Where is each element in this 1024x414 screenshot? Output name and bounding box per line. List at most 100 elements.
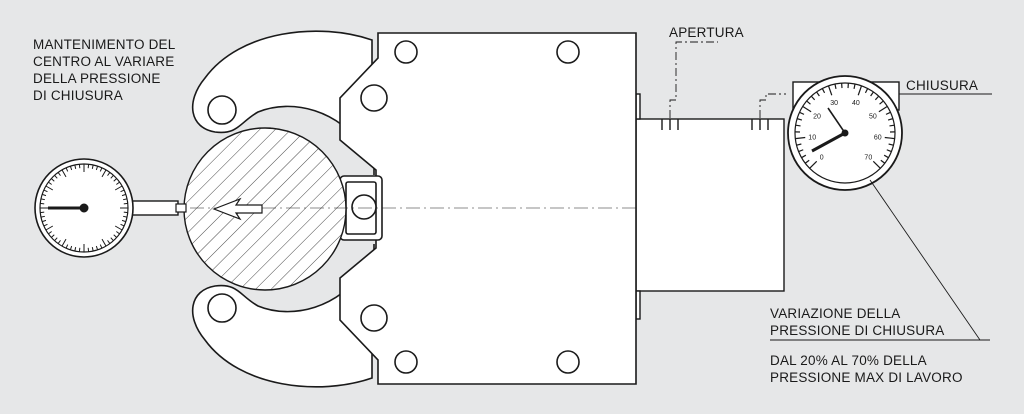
dial-tick [65,244,69,249]
gauge-tick [795,136,806,140]
dial-tick [43,189,48,193]
gauge-tick [795,124,801,127]
dial-tick [41,219,47,223]
gauge-tick [796,118,803,121]
gauge-scale-label: 10 [808,135,816,142]
dial-tick [61,169,67,178]
gauge-scale-label: 70 [864,154,872,161]
gauge-tick [883,154,889,159]
dial-tick [69,165,73,171]
gauge-scale-label: 20 [813,113,821,120]
dial-tick [99,244,103,249]
dial-tick [48,181,52,185]
dial-tick [57,172,61,176]
dial-tick [57,240,61,244]
gauge-tick [834,83,837,90]
dial-tick [69,245,73,251]
dial-tick [116,231,120,235]
dial-tick [74,247,77,252]
dial-tick [40,198,45,201]
range-label-line-1: DAL 20% AL 70% DELLA [770,353,927,368]
dial-tick [50,178,55,182]
dial-tick [99,167,103,172]
gauge-tick [888,143,894,146]
gauge-tick [878,105,888,113]
dial-tick [61,238,67,247]
dial-tick [107,240,111,244]
gauge-tick [796,143,802,146]
dial-tick [95,165,99,171]
chuck-body [339,32,637,385]
dial-tick [116,181,120,185]
gauge-scale-label: 60 [874,135,882,142]
gauge-tick [870,91,874,97]
gauge-tick [857,85,863,96]
dial-indicator [34,158,187,258]
variation-label-line-1: VARIAZIONE DELLA [770,306,901,321]
dial-tick [74,164,77,169]
gauge-tick [802,105,812,113]
dial-tick [48,231,52,235]
dial-tick [114,225,123,231]
gauge-tick [887,118,894,121]
hydraulic-cylinder [635,93,785,320]
gauge-tick [810,95,816,101]
dial-tick [113,234,118,238]
gauge-tick [884,136,895,140]
gauge-tick [864,88,869,94]
dial-tick [110,237,114,242]
gauge-tick [880,159,886,164]
centering-label-line-3: DELLA PRESSIONE [33,71,161,86]
gauge-tick [798,149,804,153]
gauge-scale-label: 40 [852,100,860,107]
closing-label: CHIUSURA [906,78,979,93]
dial-tick [110,174,114,179]
dial-tick [54,237,58,242]
dial-tick [41,193,47,197]
centering-label-line-1: MANTENIMENTO DEL [33,37,176,52]
gauge-tick [879,100,884,105]
direction-arrow [212,197,263,221]
pressure-gauge: 0 10 20 30 40 50 60 70 [787,75,903,191]
dial-tick [45,225,54,231]
dial-tick [113,178,118,182]
gauge-tick [874,95,880,101]
centering-label: MANTENIMENTO DEL CENTRO AL VARIARE DELLA… [33,36,175,104]
gauge-scale-label: 30 [830,100,838,107]
dial-tick [114,185,123,191]
gauge-tick [827,85,833,96]
dial-tick [95,245,99,251]
dial-tick [54,174,58,179]
dial-tick [91,247,94,252]
gauge-tick [809,160,818,169]
gauge-scale-label: 0 [820,154,824,161]
gauge-tick [804,159,810,164]
dial-tick [43,223,48,227]
dial-tick [121,193,127,197]
leader-lines [669,41,992,341]
gauge-tick [889,124,895,127]
pressure-variation-label: VARIAZIONE DELLA PRESSIONE DI CHIUSURA [770,305,944,339]
range-label-line-2: PRESSIONE MAX DI LAVORO [770,370,963,385]
gauge-tick [886,149,892,153]
gauge-scale-label: 50 [869,113,877,120]
dial-tick [107,172,111,176]
dial-tick [120,223,125,227]
dial-tick [45,185,54,191]
pressure-range-label: DAL 20% AL 70% DELLA PRESSIONE MAX DI LA… [770,352,963,386]
centering-label-line-2: CENTRO AL VARIARE [33,54,175,69]
opening-label: APERTURA [669,25,744,40]
dial-tick [120,189,125,193]
gauge-tick [853,83,856,90]
gauge-tick [821,88,826,94]
workpiece [183,127,347,291]
dial-tick [40,215,45,218]
dial-tick [123,198,128,201]
gauge-tick [872,160,881,169]
dial-tick [123,215,128,218]
variation-label-line-2: PRESSIONE DI CHIUSURA [770,323,945,338]
dial-tick [101,169,107,178]
gauge-tick [806,100,811,105]
